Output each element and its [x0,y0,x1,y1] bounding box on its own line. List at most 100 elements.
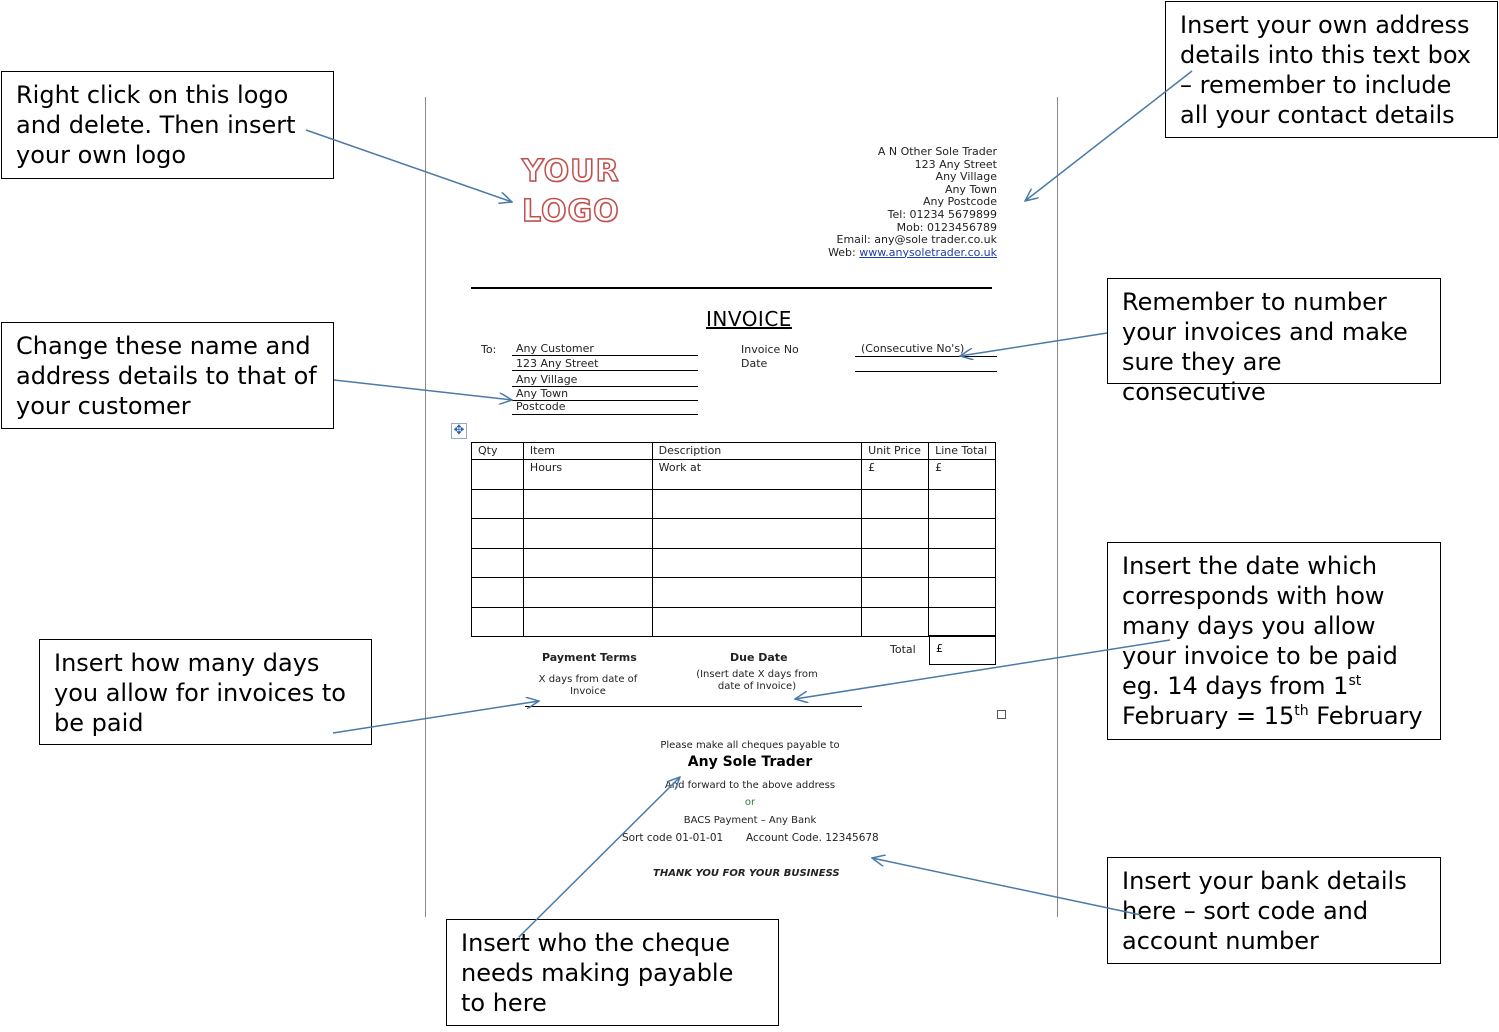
arrow-days [332,701,539,734]
sender-village: Any Village [935,170,997,184]
invoice-no-rule [855,356,997,357]
cheques-line: Please make all cheques payable to [660,740,840,751]
account-code[interactable]: Account Code. 12345678 [746,832,879,844]
customer-line-4[interactable]: Any Town [516,387,569,400]
header-description: Description [651,442,863,460]
header-rule [471,287,992,289]
arrow-logo [305,129,512,202]
sender-name: A N Other Sole Trader [877,145,997,158]
customer-line-1[interactable]: Any Customer [516,342,594,355]
arrow-cheque [518,777,680,938]
to-label: To: [481,343,497,356]
callout-date-sup-2: th [1294,703,1309,719]
customer-rule-2 [512,370,698,371]
due-date-value[interactable]: (Insert date X days from date of Invoice… [696,669,818,692]
sender-tel: Tel: 01234 5679899 [887,207,997,221]
sender-address[interactable]: A N Other Sole Trader 123 Any Street Any… [828,145,997,260]
cell-item[interactable] [522,488,653,519]
cell-item[interactable]: Hours [522,459,653,490]
resize-handle-icon[interactable] [997,710,1006,719]
sender-web-link[interactable]: www.anysoletrader.co.uk [859,245,997,259]
cell-unit-price[interactable] [861,547,930,578]
forward-line: And forward to the above address [664,780,836,791]
cell-line-total[interactable] [928,488,996,519]
cell-line-total[interactable] [928,606,996,637]
sender-postcode: Any Postcode [922,195,997,209]
sender-web-row: Web: www.anysoletrader.co.uk [828,245,997,260]
customer-line-3[interactable]: Any Village [516,373,578,386]
header-line-total: Line Total [928,442,996,460]
invoice-no-value[interactable]: (Consecutive No's) [861,342,965,355]
callout-date-text-3: February [1308,702,1423,730]
customer-line-2[interactable]: 123 Any Street [516,357,599,370]
logo-line-2: LOGO [521,193,620,230]
arrow-number [960,332,1108,356]
sender-street: 123 Any Street [914,157,997,171]
cell-unit-price[interactable]: £ [861,459,930,490]
sender-town: Any Town [944,182,997,196]
table-row [471,488,996,519]
arrow-bank [872,858,1142,916]
cell-line-total[interactable] [928,547,996,578]
due-date-label: Due Date [730,651,788,664]
cell-description[interactable]: Work at [651,459,863,490]
cell-unit-price[interactable] [861,606,930,637]
line-items-table: Qty Item Description Unit Price Line Tot… [471,442,996,637]
callout-bank: Insert your bank details here – sort cod… [1107,857,1441,964]
payment-terms-value[interactable]: X days from date of Invoice [538,674,638,697]
customer-rule-4 [512,400,698,401]
cell-item[interactable] [522,606,653,637]
sender-mob: Mob: 0123456789 [896,220,997,234]
table-row: Hours Work at £ £ [471,459,996,490]
callout-date-text-1: Insert the date which corresponds with h… [1122,552,1398,700]
customer-rule-3 [512,386,698,387]
page-right-edge [1057,97,1058,917]
cell-qty[interactable] [471,606,524,637]
callout-number: Remember to number your invoices and mak… [1107,278,1441,406]
cell-unit-price[interactable] [861,518,930,549]
callout-date-text-2: February = 15 [1122,702,1295,730]
invoice-no-label: Invoice No [741,343,799,356]
customer-line-5[interactable]: Postcode [516,400,566,413]
logo-line-1: YOUR [521,153,620,190]
cell-qty[interactable] [471,547,524,578]
callout-cheque: Insert who the cheque needs making payab… [446,919,779,1026]
date-label: Date [741,357,768,370]
or-text: or [744,797,756,808]
invoice-title: INVOICE [706,307,792,331]
logo-placeholder[interactable]: YOUR LOGO [521,152,620,232]
terms-rule [525,706,862,707]
payment-terms-label: Payment Terms [542,651,637,664]
callout-days: Insert how many days you allow for invoi… [39,639,372,745]
customer-rule-1 [512,355,698,356]
arrow-address [1025,70,1193,201]
arrow-customer [333,379,512,400]
thank-you: THANK YOU FOR YOUR BUSINESS [653,868,840,879]
table-move-handle-icon[interactable]: ✥ [451,423,467,439]
cell-description[interactable] [651,547,863,578]
table-row [471,518,996,549]
sort-code[interactable]: Sort code 01-01-01 [622,832,724,844]
callout-logo: Right click on this logo and delete. The… [1,71,334,179]
cell-qty[interactable] [471,459,524,490]
total-value[interactable]: £ [929,635,996,665]
cell-description[interactable] [651,606,863,637]
sender-web-label: Web: [828,245,860,259]
header-item: Item [522,442,653,460]
bacs-line: BACS Payment – Any Bank [683,815,817,826]
cell-qty[interactable] [471,577,524,608]
callout-customer: Change these name and address details to… [1,322,334,429]
table-header-row: Qty Item Description Unit Price Line Tot… [471,442,996,460]
total-label: Total [890,643,916,656]
arrow-date [795,639,1171,699]
table-row [471,547,996,578]
callout-date: Insert the date which corresponds with h… [1107,542,1441,740]
table-row [471,606,996,637]
page-left-edge [425,97,426,917]
callout-address-box: Insert your own address details into thi… [1165,1,1498,138]
date-rule [855,371,997,372]
header-qty: Qty [471,442,524,460]
payee-name[interactable]: Any Sole Trader [687,754,813,770]
callout-date-sup-1: st [1348,673,1362,689]
